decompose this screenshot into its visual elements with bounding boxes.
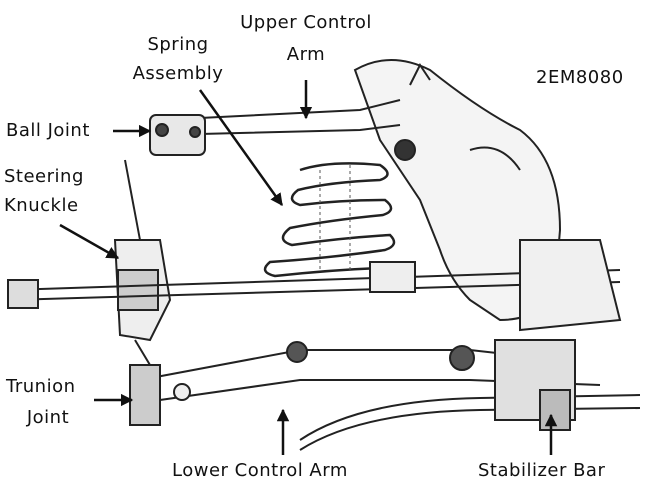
- steering-knuckle-label-line1: Steering: [4, 166, 84, 187]
- tie-rod: [7, 239, 622, 332]
- stabilizer-bar-shape: [299, 339, 641, 451]
- upper-control-arm-label-line2: Arm: [286, 44, 326, 65]
- frame-bracket: [353, 59, 562, 322]
- upper-control-arm-label-line1: Upper Control: [240, 12, 372, 33]
- stabilizer-bar-label: Stabilizer Bar: [478, 460, 606, 481]
- upper-control-arm-shape: [149, 99, 401, 156]
- arrow-spring-assembly: [198, 89, 284, 207]
- spring-assembly-label-line1: Spring: [147, 34, 209, 55]
- steering-knuckle-label-line2: Knuckle: [4, 195, 79, 216]
- steering-knuckle-shape: [113, 159, 172, 342]
- trunion-joint-label-line1: Trunion: [6, 376, 76, 397]
- trunion-joint-shape: [129, 339, 161, 426]
- coil-spring: [263, 162, 396, 278]
- arrow-steering-knuckle: [59, 223, 120, 260]
- figure-id: 2EM8080: [536, 67, 624, 88]
- ball-joint-label: Ball Joint: [6, 120, 90, 141]
- leader-arrows: [59, 80, 558, 455]
- trunion-joint-label-line2: Joint: [26, 407, 70, 428]
- spring-assembly-label-line2: Assembly: [132, 63, 224, 84]
- lower-control-arm-label: Lower Control Arm: [172, 460, 348, 481]
